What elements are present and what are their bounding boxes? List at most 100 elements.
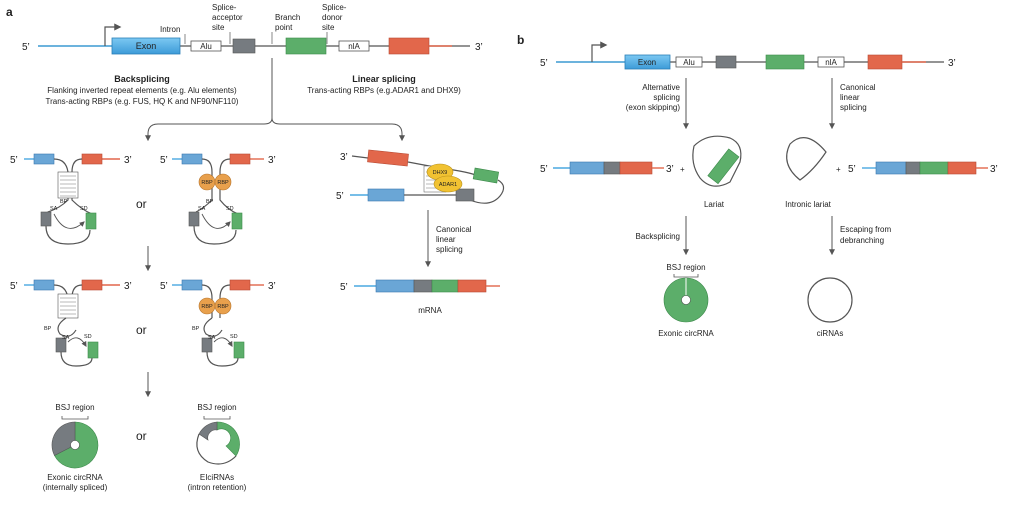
- loop2-sd: SD: [84, 334, 92, 340]
- branch-point-l2: point: [275, 23, 293, 32]
- splice-acceptor-l1: Splice-: [212, 3, 237, 12]
- lariat: Lariat: [692, 135, 742, 209]
- alt-l2: splicing: [653, 93, 680, 102]
- rbp2-3prime: 3’: [268, 281, 276, 292]
- canonical-mrna-b: 5’ 3’: [848, 161, 998, 175]
- lin-5prime: 5’: [336, 191, 344, 202]
- loop2-5prime: 5’: [10, 281, 18, 292]
- backsplicing-line2: Trans-acting RBPs (e.g. FUS, HQ K and NF…: [46, 97, 239, 106]
- bsj-label-b: BSJ region: [666, 263, 705, 272]
- dhx9-label: DHX9: [433, 170, 448, 176]
- branch-point-l1: Branch: [275, 13, 300, 22]
- skip-5prime: 5’: [540, 164, 548, 175]
- rbp1-left: RBP: [201, 180, 213, 186]
- pre-mrna-b-5prime: 5’: [540, 58, 548, 69]
- exonic-circrna-label-b: Exonic circRNA: [658, 329, 714, 338]
- lariat-label: Lariat: [704, 200, 725, 209]
- loop1-3prime: 3’: [124, 155, 132, 166]
- rbp2-left: RBP: [201, 304, 213, 310]
- exonic-circrna-sub-a: (internally spliced): [43, 483, 108, 492]
- alu-box-a: [190, 40, 222, 52]
- alu-rev-box-a: [338, 40, 370, 52]
- exonic-circrna-a: BSJ region Exonic circRNA (internally sp…: [43, 403, 108, 492]
- linear-splicing-line1: Trans-acting RBPs (e.g.ADAR1 and DHX9): [307, 86, 461, 95]
- alu-rev-label-b: nlA: [825, 58, 837, 67]
- canonical-a-l2: linear: [436, 235, 456, 244]
- rbp1-sd: SD: [226, 206, 234, 212]
- escape-l2: debranching: [840, 236, 884, 245]
- loop1-sd: SD: [80, 206, 88, 212]
- or-row3: or: [136, 429, 147, 443]
- or-row2: or: [136, 323, 147, 337]
- splice-donor-l2: donor: [322, 13, 343, 22]
- rbp1-5prime: 5’: [160, 155, 168, 166]
- canonical-a-l3: splicing: [436, 245, 463, 254]
- can-b-l3: splicing: [840, 103, 867, 112]
- loop2-bp: BP: [44, 326, 52, 332]
- splice-acceptor-l3: site: [212, 23, 225, 32]
- alu-pairing-loop-1: 5’ 3’ SA SD BP: [10, 153, 132, 245]
- loop2-sa: SA: [62, 335, 70, 341]
- rbp2-5prime: 5’: [160, 281, 168, 292]
- loop1-bp: BP: [60, 199, 68, 205]
- intron-label: Intron: [160, 25, 180, 34]
- cirna: ciRNAs: [807, 277, 853, 338]
- alt-l3: (exon skipping): [626, 103, 681, 112]
- rbp2-bp: BP: [192, 326, 200, 332]
- pre-mrna-a: 5’ Exon Alu nlA 3’: [22, 23, 483, 55]
- mrna-5prime: 5’: [340, 282, 348, 293]
- plus-2: +: [836, 165, 841, 174]
- panel-a-letter: a: [6, 5, 13, 19]
- mrna-label: mRNA: [418, 306, 442, 315]
- can-b-l2: linear: [840, 93, 860, 102]
- exon-label-a: Exon: [136, 41, 157, 51]
- linear-splicing-title: Linear splicing: [352, 74, 416, 84]
- tss-arrow: [104, 23, 122, 46]
- backsplicing-line1: Flanking inverted repeat elements (e.g. …: [47, 86, 237, 95]
- can-5prime: 5’: [848, 164, 856, 175]
- rbp2-sd: SD: [230, 334, 238, 340]
- loop1-5prime: 5’: [10, 155, 18, 166]
- gray-exon-a: [232, 38, 256, 54]
- exon-label-b: Exon: [638, 58, 656, 67]
- splice-donor-l1: Splice-: [322, 3, 347, 12]
- adar1-label: ADAR1: [439, 182, 457, 188]
- skip-3prime: 3’: [666, 164, 674, 175]
- exon-box-a: [111, 37, 181, 55]
- splice-acceptor-l2: acceptor: [212, 13, 243, 22]
- backsplicing-title: Backsplicing: [114, 74, 170, 84]
- rbp1-bp: BP: [206, 199, 214, 205]
- pre-mrna-b-3prime: 3’: [948, 58, 956, 69]
- intronic-lariat-label: Intronic lariat: [785, 200, 832, 209]
- splice-donor-l3: site: [322, 23, 335, 32]
- intronic-lariat: Intronic lariat +: [785, 137, 841, 209]
- skipped-mrna: 5’ 3’ +: [540, 161, 685, 175]
- rbp2-right: RBP: [217, 304, 229, 310]
- rbp1-right: RBP: [217, 180, 229, 186]
- can-b-l1: Canonical: [840, 83, 876, 92]
- can-3prime: 3’: [990, 164, 998, 175]
- pre-mrna-a-3prime: 3’: [475, 42, 483, 53]
- alu-label-a: Alu: [200, 42, 212, 51]
- eicirna-sub: (intron retention): [188, 483, 247, 492]
- eicirna: BSJ region EIciRNAs (intron retention): [188, 403, 247, 492]
- eicirna-label: EIciRNAs: [200, 473, 234, 482]
- rbp-loop-2: 5’ 3’ RBP RBP BP SA SD: [160, 279, 276, 367]
- canonical-a-l1: Canonical: [436, 225, 472, 234]
- exon-box-b: [624, 54, 671, 70]
- loop2-3prime: 3’: [124, 281, 132, 292]
- linear-splicing-complex: 3’ 5’ DHX9 ADAR1: [336, 149, 505, 204]
- alu-pairing-loop-2: 5’ 3’ BP SA SD: [10, 279, 132, 367]
- or-row1: or: [136, 197, 147, 211]
- alt-l1: Alternative: [642, 83, 680, 92]
- backsplicing-b: Backsplicing: [636, 232, 680, 241]
- pre-mrna-a-5prime: 5’: [22, 42, 30, 53]
- lin-3prime: 3’: [340, 152, 348, 163]
- rbp1-3prime: 3’: [268, 155, 276, 166]
- red-exon-a: [388, 37, 430, 55]
- bsj-label-a1: BSJ region: [55, 403, 94, 412]
- cirna-label: ciRNAs: [817, 329, 844, 338]
- rbp2-sa: SA: [208, 335, 216, 341]
